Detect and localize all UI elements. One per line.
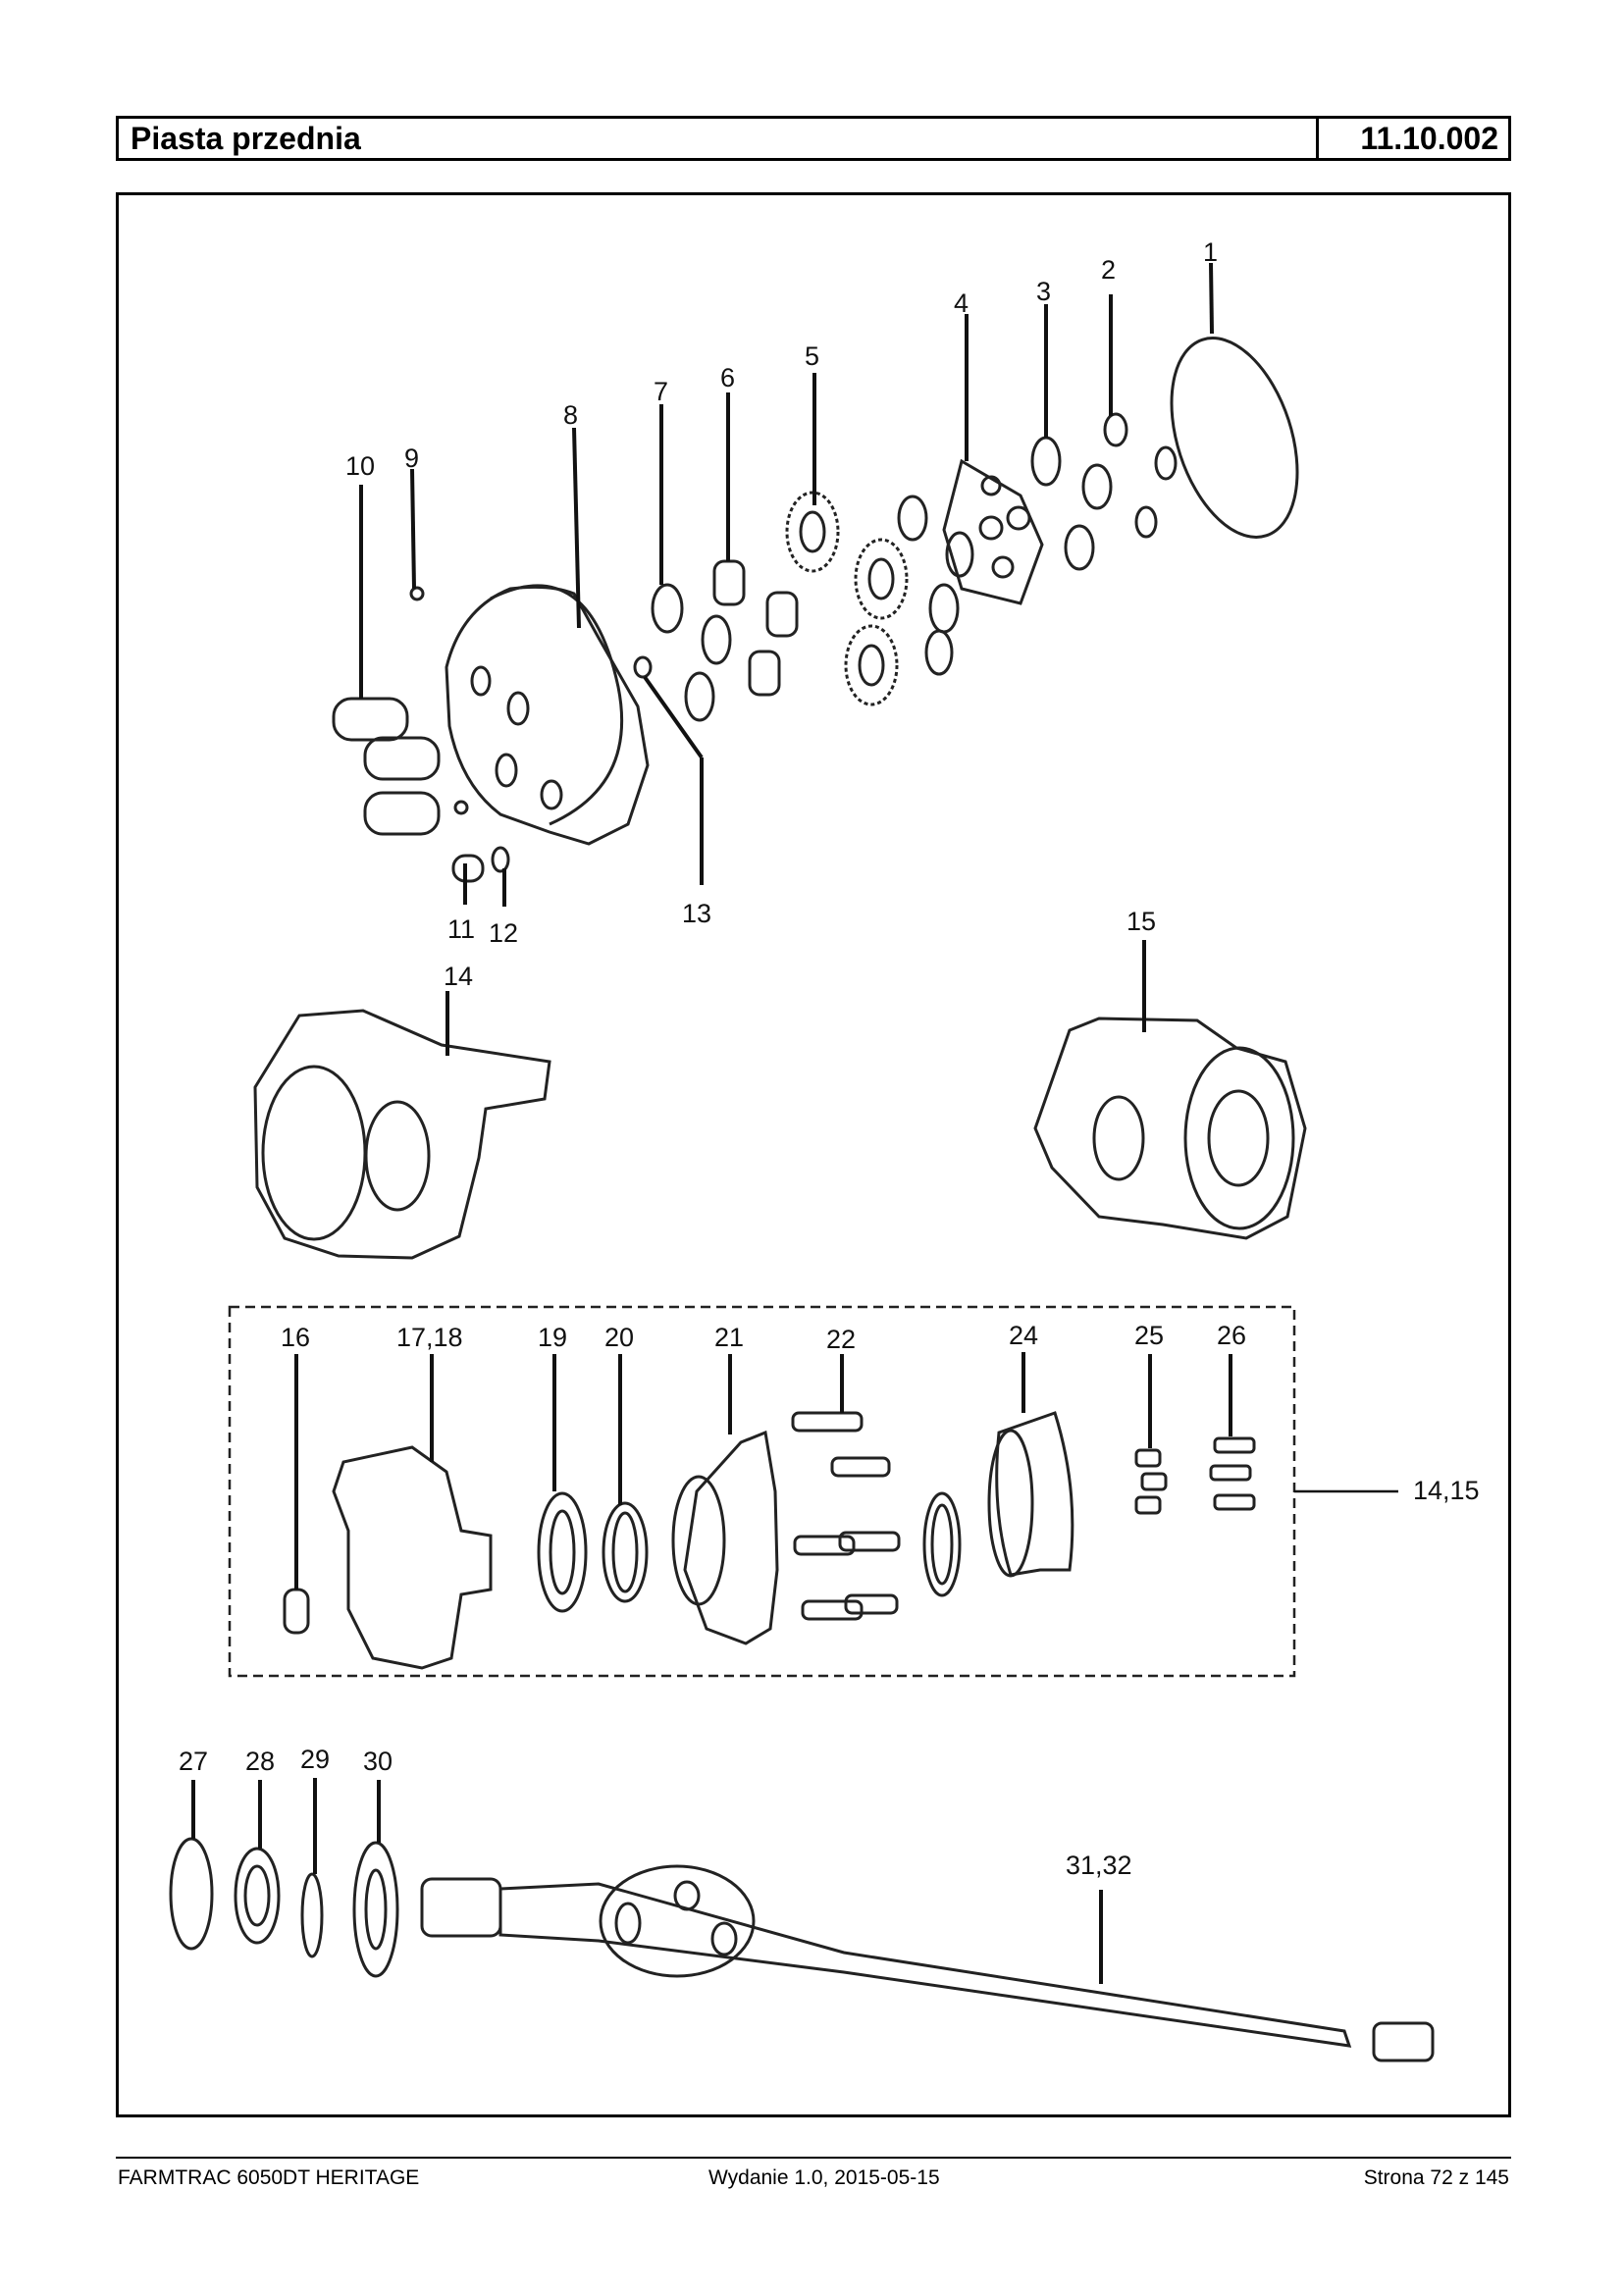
- callout-28: 28: [245, 1747, 275, 1776]
- part-11-plug: [451, 854, 485, 883]
- callout-27: 27: [179, 1747, 208, 1776]
- part-16-seal: [283, 1588, 310, 1635]
- callout-16: 16: [281, 1323, 310, 1352]
- part-17-18-steering-knuckle: [332, 1445, 493, 1670]
- callout-1: 1: [1203, 237, 1218, 267]
- part-10-pins: [332, 697, 441, 836]
- callout-8: 8: [563, 400, 578, 430]
- part-13-washer: [633, 655, 653, 679]
- footer-divider: [116, 2157, 1511, 2159]
- part-23-seal-ring: [922, 1491, 962, 1597]
- part-29-circlip: [300, 1872, 324, 1958]
- callout-25: 25: [1134, 1321, 1164, 1350]
- callout-24: 24: [1009, 1321, 1038, 1350]
- part-7-thrust-washers: [651, 583, 732, 722]
- callout-9: 9: [404, 443, 419, 473]
- callout-2: 2: [1101, 255, 1116, 285]
- callout-5: 5: [805, 341, 819, 371]
- part-3-washer: [1030, 436, 1062, 487]
- callout-30: 30: [363, 1747, 393, 1776]
- callout-20: 20: [604, 1323, 634, 1352]
- callout-15: 15: [1126, 907, 1156, 936]
- part-28-lock-washer: [234, 1847, 281, 1945]
- callout-11: 11: [447, 914, 475, 944]
- part-20-bearing-race: [602, 1501, 649, 1603]
- callout-7: 7: [654, 377, 668, 406]
- part-2-washer: [1103, 412, 1128, 447]
- part-4-carrier-plate: [942, 458, 1044, 605]
- page-header: Piasta przednia 11.10.002: [116, 116, 1511, 161]
- service-kit-box: [228, 1305, 1296, 1678]
- callout-22: 22: [826, 1325, 856, 1354]
- callout-17-18: 17,18: [396, 1323, 463, 1352]
- footer-edition: Wydanie 1.0, 2015-05-15: [708, 2166, 940, 2189]
- callout-14-15: 14,15: [1413, 1476, 1480, 1505]
- part-1-o-ring: [1170, 337, 1299, 539]
- callout-31-32: 31,32: [1066, 1851, 1132, 1880]
- part-5-planet-gears: [785, 491, 909, 706]
- part-19-seal-ring: [537, 1491, 588, 1613]
- part-22-pins: [791, 1411, 901, 1621]
- part-8-planet-carrier: [445, 585, 650, 846]
- part-14-hub-housing: [253, 1009, 551, 1260]
- callout-10: 10: [345, 451, 375, 481]
- callout-13: 13: [682, 899, 711, 928]
- diagram-frame: [116, 192, 1511, 2117]
- footer-model: FARMTRAC 6050DT HERITAGE: [118, 2166, 420, 2189]
- part-30-thrust-washer: [352, 1841, 399, 1978]
- part-21-hub-flange: [683, 1430, 779, 1645]
- callout-19: 19: [538, 1323, 567, 1352]
- footer-page-number: Strona 72 z 145: [1363, 2166, 1509, 2189]
- callout-4: 4: [954, 288, 969, 318]
- part-31-32-axle-shaft: [420, 1864, 1435, 2062]
- callout-29: 29: [300, 1745, 330, 1774]
- callout-12: 12: [489, 918, 518, 948]
- callout-26: 26: [1217, 1321, 1246, 1350]
- section-code: 11.10.002: [1316, 119, 1508, 158]
- part-26-bolts: [1209, 1436, 1256, 1511]
- callout-6: 6: [720, 363, 735, 392]
- callout-14: 14: [444, 962, 473, 991]
- part-27-snap-ring: [169, 1837, 214, 1951]
- callout-3: 3: [1036, 277, 1051, 306]
- part-15-hub-housing: [1033, 1017, 1307, 1240]
- page-title: Piasta przednia: [131, 121, 361, 156]
- part-25-clips: [1134, 1448, 1168, 1515]
- callout-21: 21: [714, 1323, 744, 1352]
- part-24-bearing: [995, 1411, 1074, 1577]
- part-12-seal: [491, 846, 510, 873]
